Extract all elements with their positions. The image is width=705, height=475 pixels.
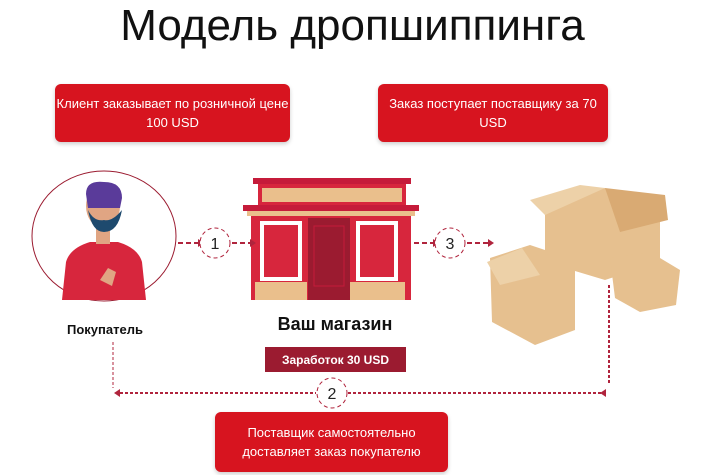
step-3-number: 3 — [446, 236, 455, 253]
step-2-number: 2 — [328, 386, 337, 403]
shop-label: Ваш магазин — [277, 314, 393, 334]
buyer-illustration — [31, 170, 177, 302]
profit-badge: Заработок 30 USD — [265, 347, 406, 372]
step-1-number: 1 — [211, 236, 220, 253]
connector-lines — [112, 242, 610, 394]
customer-order-box: Клиент заказывает по розничной цене 100 … — [55, 84, 290, 142]
shop-illustration — [243, 178, 419, 300]
supplier-order-box: Заказ поступает поставщику за 70 USD — [378, 84, 608, 142]
step-1-marker — [199, 227, 231, 259]
boxes-illustration — [487, 185, 680, 345]
step-3-marker — [434, 227, 466, 259]
delivery-box: Поставщик самостоятельно доставляет зака… — [215, 412, 448, 472]
buyer-label: Покупатель — [67, 322, 143, 337]
diagram-title: Модель дропшиппинга — [120, 1, 585, 50]
step-2-marker — [316, 377, 348, 409]
